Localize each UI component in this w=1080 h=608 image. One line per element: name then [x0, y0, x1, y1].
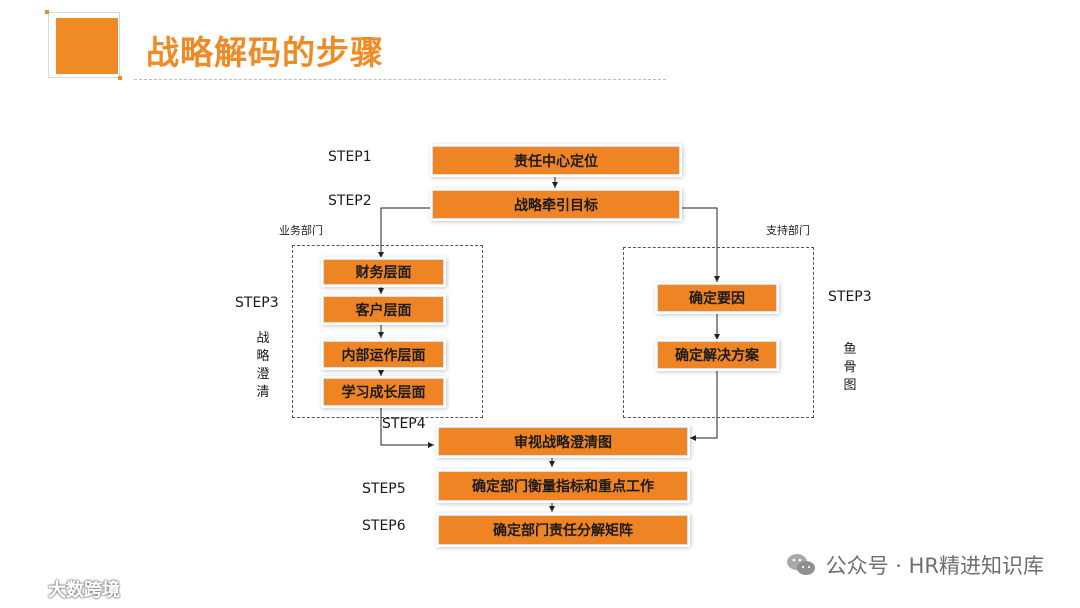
brand-logo-icon — [8, 581, 43, 597]
arrow-goal-to-key-cause — [680, 207, 720, 282]
strategy-clarify-label: 战略澄清 — [256, 331, 270, 400]
step6-label: STEP6 — [362, 518, 406, 534]
box-customer: 客户层面 — [323, 296, 444, 323]
box-internal-ops: 内部运作层面 — [323, 341, 444, 368]
support-dept-group — [623, 247, 814, 418]
step3-right-label: STEP3 — [828, 289, 872, 305]
support-dept-label: 支持部门 — [766, 224, 810, 237]
step2-label: STEP2 — [328, 193, 372, 209]
wechat-watermark: 公众号 · HR精进知识库 — [786, 550, 1044, 580]
wechat-icon — [786, 554, 815, 575]
box-learning-growth: 学习成长层面 — [323, 378, 444, 406]
box-finance: 财务层面 — [323, 259, 444, 285]
step5-label: STEP5 — [362, 481, 406, 497]
page-title: 战略解码的步骤 — [146, 33, 384, 72]
title-decoration-block — [56, 18, 118, 74]
wechat-watermark-text: 公众号 · HR精进知识库 — [825, 554, 1044, 578]
step4-label: STEP4 — [382, 416, 426, 432]
box-strategic-goal: 战略牵引目标 — [432, 190, 680, 219]
arrow-solution-review — [690, 369, 718, 441]
arrow-goal-to-finance — [378, 207, 432, 258]
step1-label: STEP1 — [328, 149, 372, 165]
business-dept-label: 业务部门 — [279, 224, 323, 237]
brand-watermark-text: 大数跨境 — [48, 580, 120, 601]
box-key-cause: 确定要因 — [657, 284, 777, 312]
box-dept-metrics: 确定部门衡量指标和重点工作 — [438, 471, 688, 501]
step3-left-label: STEP3 — [235, 295, 279, 311]
title-divider — [134, 79, 666, 80]
box-responsibility-center: 责任中心定位 — [432, 146, 680, 175]
box-dept-matrix: 确定部门责任分解矩阵 — [438, 515, 688, 545]
box-review-map: 审视战略澄清图 — [438, 427, 688, 456]
decoration-dot — [118, 76, 122, 80]
fishbone-label: 鱼骨图 — [843, 342, 857, 393]
brand-watermark: 大数跨境 — [8, 576, 120, 602]
business-dept-group — [292, 245, 483, 418]
decoration-dot — [45, 10, 49, 14]
title-decoration-frame — [48, 12, 120, 78]
arrow-learning-review — [380, 406, 434, 448]
box-solution: 确定解决方案 — [657, 341, 777, 369]
